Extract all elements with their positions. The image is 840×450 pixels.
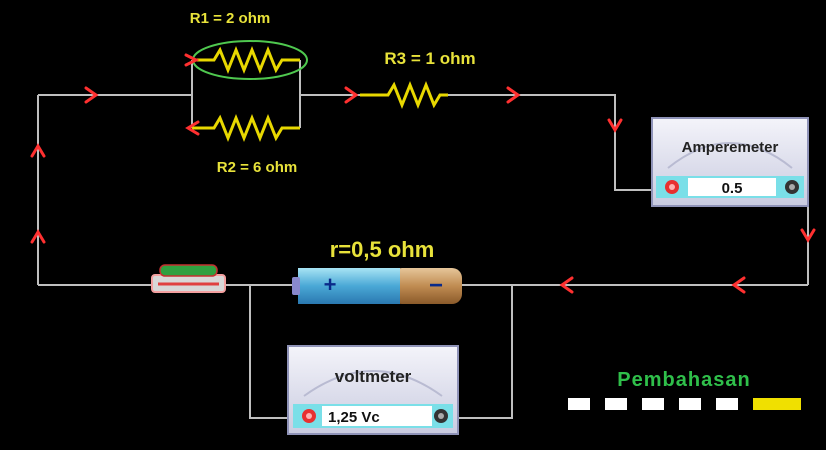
resistors (192, 45, 448, 143)
battery-plus-sign: + (324, 272, 337, 297)
arrow-icon (559, 276, 574, 294)
arrow-icon (30, 143, 46, 158)
ammeter-title: Amperemeter (682, 139, 779, 156)
voltmeter-display (322, 406, 432, 426)
arrow-icon (84, 86, 99, 104)
voltmeter[interactable]: voltmeter 1,25 Vc (287, 345, 459, 435)
right-margin (826, 0, 840, 450)
ammeter[interactable]: Amperemeter 0.5 (651, 117, 809, 207)
battery-negative-half (392, 268, 462, 304)
pembahasan-step[interactable] (568, 398, 590, 410)
battery-positive-half (298, 268, 398, 304)
arrow-icon (506, 86, 521, 104)
arrow-icon (731, 276, 746, 294)
voltmeter-dial-arc (303, 370, 443, 397)
pembahasan-label: Pembahasan (617, 369, 750, 391)
internal-resistance-label: r=0,5 ohm (330, 237, 435, 262)
pembahasan-step[interactable] (679, 398, 701, 410)
wire-to-ammeter (448, 94, 652, 191)
arrow-icon (185, 120, 200, 136)
ammeter-display (688, 178, 776, 196)
switch-button[interactable] (159, 264, 218, 277)
current-arrows (30, 53, 816, 294)
battery: + − (292, 268, 462, 304)
pembahasan-step[interactable] (716, 398, 738, 410)
ammeter-value: 0.5 (722, 180, 743, 197)
resistor-r1 (192, 45, 300, 75)
battery-minus-sign: − (429, 272, 443, 299)
voltmeter-title: voltmeter (335, 367, 412, 386)
resistor-r2 (192, 113, 300, 143)
pembahasan-steps (568, 398, 801, 410)
arrow-icon (30, 229, 46, 244)
arrow-icon (607, 118, 623, 133)
voltmeter-value: 1,25 Vc (328, 409, 380, 426)
arrow-icon (800, 228, 816, 243)
arrow-icon (184, 53, 200, 67)
wire-voltmeter-left (249, 285, 295, 419)
wire-voltmeter-right (457, 285, 513, 419)
arrow-icon (344, 86, 359, 104)
wires (37, 60, 809, 419)
ammeter-dial-arc (667, 142, 793, 169)
switch[interactable] (151, 264, 226, 293)
battery-terminal (292, 277, 300, 295)
pembahasan-step[interactable] (642, 398, 664, 410)
pembahasan-step-active[interactable] (753, 398, 801, 410)
r1-label: R1 = 2 ohm (190, 10, 270, 27)
r3-label: R3 = 1 ohm (384, 49, 475, 68)
r2-label: R2 = 6 ohm (217, 159, 297, 176)
pembahasan-step[interactable] (605, 398, 627, 410)
resistor-r3 (360, 80, 448, 110)
